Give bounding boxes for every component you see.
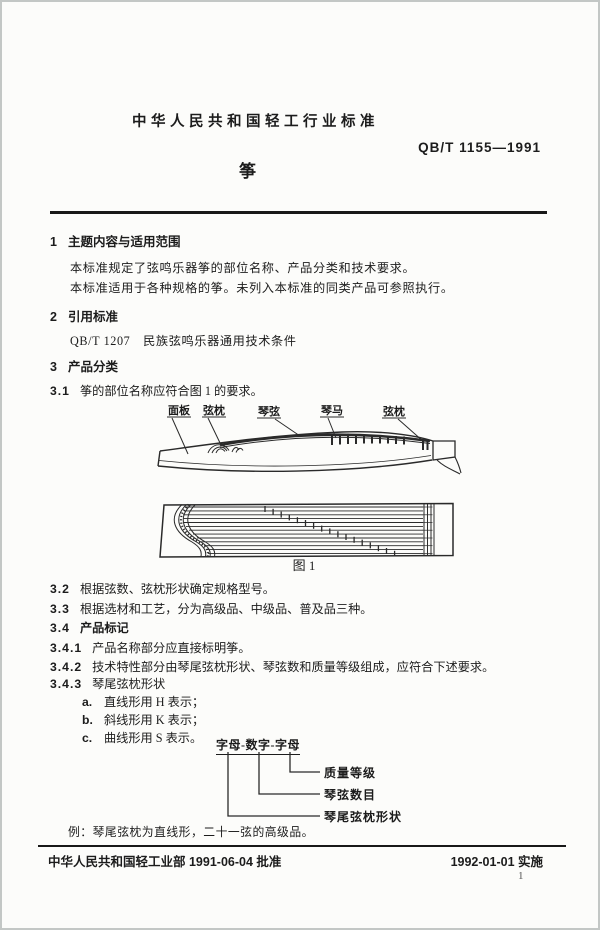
implementation-line: 1992-01-01 实施	[450, 855, 543, 869]
item-b: b. 斜线形用 K 表示；	[82, 710, 204, 728]
clause31-number: 3.1	[50, 384, 70, 398]
clause33-number: 3.3	[50, 602, 70, 616]
header-rule	[50, 211, 547, 214]
clause3-heading: 3 产品分类	[50, 356, 118, 375]
top-view-bridge-ticks	[264, 506, 396, 556]
clause3-title: 产品分类	[67, 360, 118, 374]
label-bridges: 琴马	[320, 404, 343, 417]
side-view-bridge-ticks	[331, 433, 405, 445]
standard-code: QB/T 1155—1991	[418, 140, 541, 155]
clause1-heading: 1 主题内容与适用范围	[50, 231, 180, 250]
example-line: 例：琴尾弦枕为直线形，二十一弦的高级品。	[68, 825, 314, 839]
figure1-zheng-diagram: 面板 弦枕 琴弦 琴马 弦枕	[157, 403, 462, 573]
page-number: 1	[518, 870, 524, 882]
item-c: c. 曲线形用 S 表示。	[82, 728, 202, 746]
clause1-para1: 本标准规定了弦鸣乐器筝的部位名称、产品分类和技术要求。	[70, 261, 416, 275]
clause3-number: 3	[50, 360, 57, 374]
clause33-text: 根据选材和工艺，分为高级品、中级品、普及品三种。	[79, 602, 373, 616]
clause341-line: 3.4.1 产品名称部分应直接标明筝。	[50, 638, 251, 656]
clause33-line: 3.3 根据选材和工艺，分为高级品、中级品、普及品三种。	[50, 599, 372, 617]
top-view-right-nut	[422, 504, 433, 556]
clause31-line: 3.1 筝的部位名称应符合图 1 的要求。	[50, 381, 263, 399]
label-string-nut-right: 弦枕	[383, 404, 405, 418]
clause1-para2: 本标准适用于各种规格的筝。未列入本标准的同类产品可参照执行。	[70, 281, 454, 295]
approval-line: 中华人民共和国轻工业部 1991-06-04 批准	[48, 855, 282, 869]
clause2-number: 2	[50, 310, 57, 324]
item-c-letter: c.	[82, 731, 93, 745]
figure1-top-view	[159, 502, 454, 558]
footer-rule	[38, 845, 566, 847]
clause2-title: 引用标准	[67, 310, 118, 324]
item-a: a. 直线形用 H 表示；	[82, 692, 204, 710]
clause342-number: 3.4.2	[50, 660, 83, 674]
clause31-text: 筝的部位名称应符合图 1 的要求。	[79, 384, 263, 398]
clause341-text: 产品名称部分应直接标明筝。	[92, 641, 251, 655]
marking-label-string-count: 琴弦数目	[324, 788, 377, 802]
figure1-part-labels: 面板 弦枕 琴弦 琴马 弦枕	[168, 403, 405, 418]
item-a-text: 直线形用 H 表示；	[104, 695, 205, 709]
label-soundboard: 面板	[168, 403, 191, 417]
standard-org-line: 中华人民共和国轻工行业标准	[132, 114, 379, 130]
marking-leader-lines	[227, 752, 320, 817]
clause2-heading: 2 引用标准	[50, 306, 118, 325]
clause343-number: 3.4.3	[50, 677, 83, 691]
figure1-leader-lines	[167, 416, 425, 455]
clause341-number: 3.4.1	[50, 641, 83, 655]
marking-label-quality-grade: 质量等级	[324, 766, 377, 780]
clause32-line: 3.2 根据弦数、弦枕形状确定规格型号。	[50, 579, 275, 597]
label-strings: 琴弦	[257, 404, 280, 418]
clause32-text: 根据弦数、弦枕形状确定规格型号。	[79, 582, 275, 596]
clause343-line: 3.4.3 琴尾弦枕形状	[50, 674, 165, 692]
clause34-number: 3.4	[50, 621, 70, 635]
clause32-number: 3.2	[50, 582, 70, 596]
item-b-text: 斜线形用 K 表示；	[104, 713, 205, 727]
clause342-text: 技术特性部分由琴尾弦枕形状、琴弦数和质量等级组成，应符合下述要求。	[92, 660, 495, 674]
figure1-side-view	[157, 431, 462, 475]
clause343-text: 琴尾弦枕形状	[92, 677, 166, 691]
marking-formula: 字母-数字-字母	[216, 736, 300, 755]
clause2-reference: QB/T 1207 民族弦鸣乐器通用技术条件	[70, 334, 297, 348]
top-view-strings	[183, 506, 423, 554]
clause34-text: 产品标记	[79, 621, 129, 635]
clause1-number: 1	[50, 235, 57, 249]
clause342-line: 3.4.2 技术特性部分由琴尾弦枕形状、琴弦数和质量等级组成，应符合下述要求。	[50, 657, 494, 675]
clause34-line: 3.4 产品标记	[50, 618, 129, 636]
item-c-text: 曲线形用 S 表示。	[104, 731, 203, 745]
item-b-letter: b.	[82, 713, 93, 727]
marking-label-nut-shape: 琴尾弦枕形状	[324, 810, 403, 824]
figure1-caption: 图 1	[293, 558, 316, 573]
label-string-nut-left: 弦枕	[203, 403, 225, 417]
clause1-title: 主题内容与适用范围	[67, 235, 181, 249]
item-a-letter: a.	[82, 695, 93, 709]
document-title: 筝	[239, 162, 258, 181]
